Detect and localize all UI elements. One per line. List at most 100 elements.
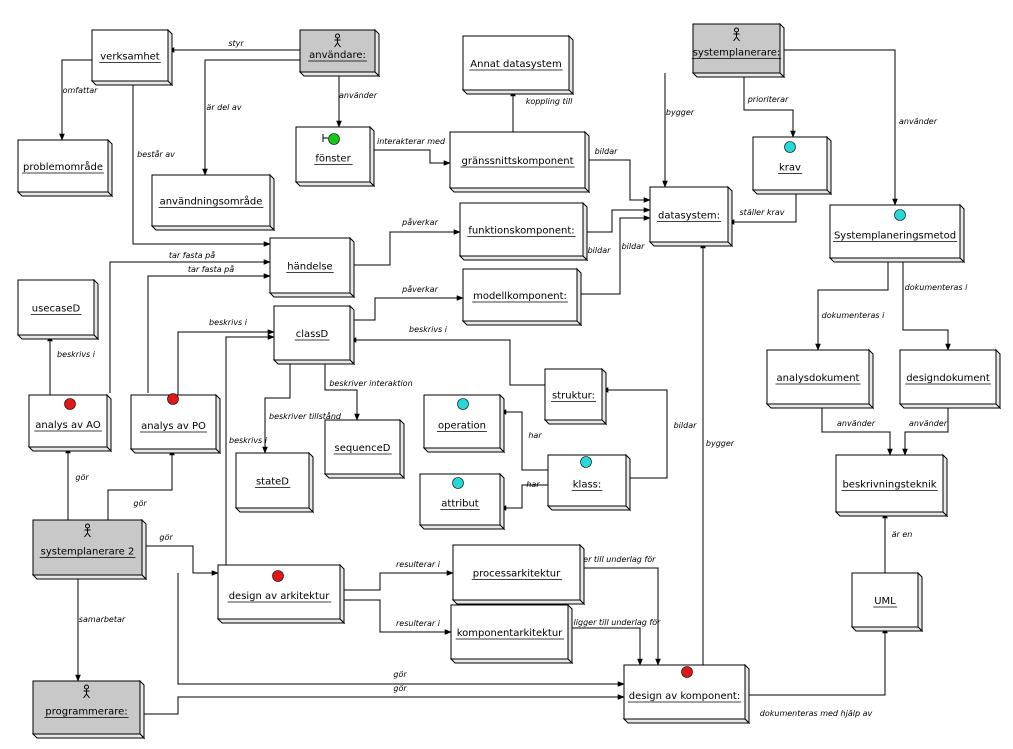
- node-designdokument[interactable]: designdokument: [898, 348, 1002, 410]
- node-anvandare[interactable]: användare:: [298, 28, 381, 78]
- node-sequenceD[interactable]: sequenceD: [323, 418, 406, 480]
- node-face: [324, 419, 401, 475]
- node-side: [308, 451, 314, 514]
- edge-label-underlag-2: ligger till underlag för: [574, 618, 662, 627]
- node-uml[interactable]: UML: [850, 571, 924, 633]
- node-systemplanerare[interactable]: systemplanerare:: [691, 22, 786, 79]
- node-usecaseD[interactable]: usecaseD: [16, 278, 100, 341]
- node-bottom: [294, 181, 376, 187]
- node-bottom: [298, 71, 381, 77]
- node-granssnittskomponent[interactable]: gränssnittskomponent: [448, 130, 591, 194]
- node-label: systemplanerare:: [693, 48, 781, 59]
- node-face: [851, 572, 919, 628]
- node-krav[interactable]: krav: [751, 135, 833, 196]
- node-bottom: [90, 80, 174, 86]
- node-face: [766, 349, 870, 405]
- node-face: [450, 604, 569, 660]
- edge-label-bygger-1: bygger: [666, 108, 695, 117]
- node-annat-datasystem[interactable]: Annat datasystem: [461, 34, 575, 96]
- node-verksamhet[interactable]: verksamhet: [90, 28, 174, 87]
- node-attribut[interactable]: attribut: [418, 472, 506, 531]
- node-label: händelse: [287, 262, 332, 273]
- edge-label-dokumenteras-med-hjalp-av: dokumenteras med hjälp av: [760, 709, 873, 718]
- node-bottom: [751, 189, 833, 195]
- edge-staller-krav: [727, 190, 797, 225]
- node-label: usecaseD: [32, 304, 81, 315]
- node-bottom: [834, 511, 949, 517]
- node-label: problemområde: [23, 160, 103, 173]
- node-bottom: [422, 447, 506, 453]
- node-anvandningsomrade[interactable]: användningsområde: [150, 173, 276, 232]
- node-classD[interactable]: classD: [272, 304, 356, 366]
- edge-tar-fasta-po: [147, 273, 271, 393]
- edge-label-anvander-4: använder: [909, 419, 948, 428]
- node-side: [106, 393, 112, 453]
- node-label: komponentarkitektur: [457, 628, 563, 639]
- node-side: [779, 22, 785, 79]
- node-bottom: [691, 72, 786, 78]
- node-processarkitektur[interactable]: processarkitektur: [451, 543, 586, 606]
- node-stateD[interactable]: stateD: [234, 451, 315, 514]
- edge-dok-uml: [745, 626, 888, 696]
- node-programmerare[interactable]: programmerare:: [31, 679, 146, 740]
- node-struktur[interactable]: struktur:: [543, 367, 608, 426]
- node-label: datasystem:: [658, 211, 720, 222]
- edge-gor-po: [107, 448, 175, 520]
- node-analys-av-ao[interactable]: analys av AO: [27, 393, 113, 453]
- node-label: fönster: [315, 154, 351, 165]
- node-funktionskomponent[interactable]: funktionskomponent:: [458, 201, 589, 262]
- cyan-status-icon: [894, 209, 906, 221]
- node-label: processarkitektur: [473, 569, 561, 580]
- edge-label-anvander-fonster: använder: [339, 91, 378, 100]
- edge-underlag-process: [580, 567, 661, 666]
- node-operation[interactable]: operation: [422, 393, 506, 454]
- edge-label-beskrivs-1: beskrivs i: [57, 350, 96, 359]
- node-beskrivningsteknik[interactable]: beskrivningsteknik: [834, 453, 949, 518]
- edge-anvander-analysdok: [821, 404, 893, 456]
- edge-prioriterar: [743, 73, 796, 138]
- node-face: [299, 29, 376, 73]
- node-systemplaneringsmetod[interactable]: Systemplaneringsmetod: [828, 203, 966, 264]
- node-design-av-arkitektur[interactable]: design av arkitektur: [216, 563, 346, 625]
- node-label: modellkomponent:: [473, 291, 567, 302]
- edge-label-koppling-till: koppling till: [526, 97, 573, 106]
- node-side: [139, 679, 145, 740]
- edge-label-beskrivs-2: beskrivs i: [209, 318, 248, 327]
- node-bottom: [129, 448, 222, 454]
- node-systemplanerare2[interactable]: systemplanerare 2: [31, 518, 148, 581]
- node-datasystem[interactable]: datasystem:: [648, 185, 734, 248]
- node-fonster[interactable]: fönster: [294, 125, 376, 188]
- node-face: [462, 268, 578, 322]
- node-side: [399, 418, 405, 480]
- node-bottom: [150, 225, 276, 231]
- node-side: [499, 393, 505, 454]
- node-face: [452, 544, 581, 601]
- node-analys-av-po[interactable]: analys av PO: [129, 393, 222, 455]
- edge-label-har-2: har: [526, 480, 540, 489]
- node-komponentarkitektur[interactable]: komponentarkitektur: [449, 603, 574, 665]
- node-analysdokument[interactable]: analysdokument: [765, 348, 875, 410]
- node-handelse[interactable]: händelse: [268, 236, 356, 299]
- edge-label-bildar-4: bildar: [674, 421, 698, 430]
- node-problemomrade[interactable]: problemområde: [16, 138, 114, 198]
- edge-resulterar-process: [340, 570, 454, 591]
- node-side: [582, 201, 588, 262]
- node-design-av-komponent[interactable]: design av komponent:: [622, 663, 751, 725]
- node-label: operation: [438, 421, 486, 432]
- node-side: [215, 393, 221, 455]
- edge-anvander-metod: [780, 49, 898, 206]
- red-status-icon: [681, 666, 693, 678]
- node-face: [649, 186, 729, 243]
- node-klass[interactable]: klass:: [546, 453, 632, 512]
- node-side: [826, 135, 832, 196]
- edge-label-paverkar-1: påverkar: [401, 217, 438, 227]
- node-label: funktionskomponent:: [468, 226, 574, 237]
- cyan-status-icon: [580, 456, 592, 468]
- node-side: [499, 472, 505, 531]
- edge-label-bygger-2: bygger: [706, 439, 735, 448]
- node-side: [167, 28, 173, 87]
- edge-label-beskriver-interaktion: beskriver interaktion: [329, 379, 412, 388]
- node-face: [899, 349, 997, 405]
- node-modellkomponent[interactable]: modellkomponent:: [461, 267, 583, 327]
- node-side: [727, 185, 733, 248]
